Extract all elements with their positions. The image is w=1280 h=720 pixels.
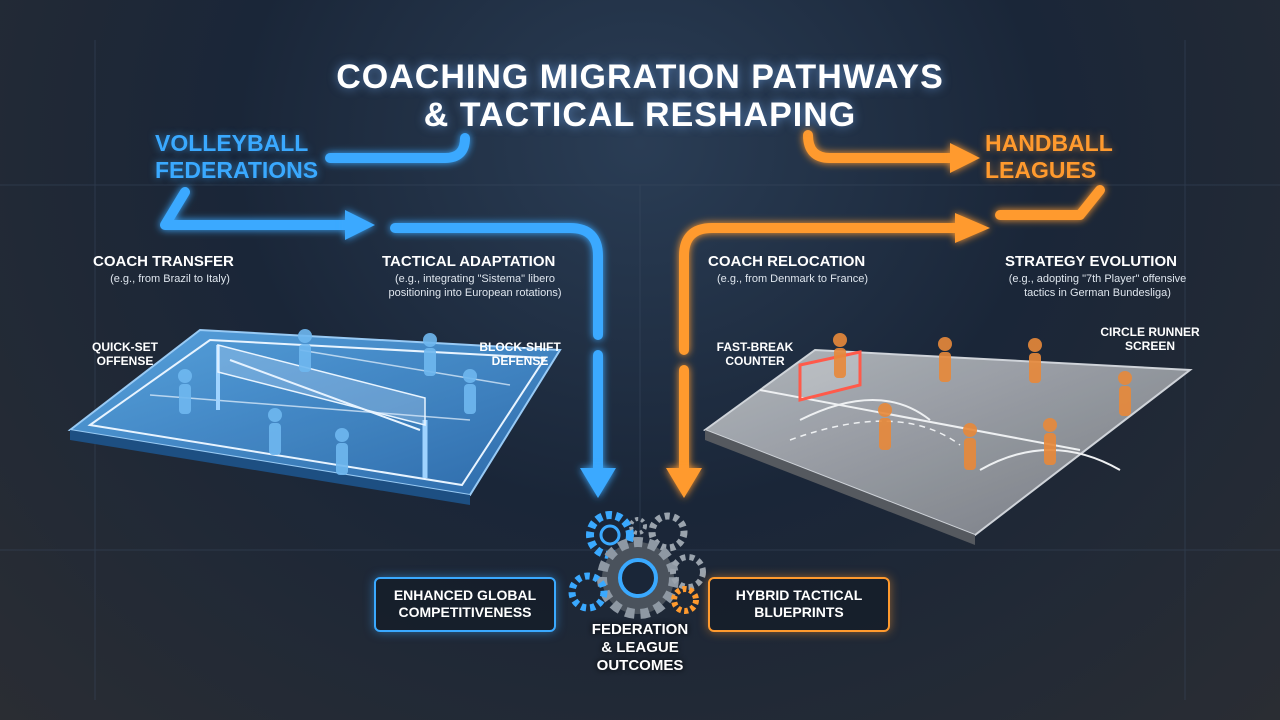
handball-arrowheads	[666, 143, 990, 498]
volleyball-source-line-1: Volleyball	[155, 130, 309, 156]
handball-step2-note-line-1: (e.g., adopting "7th Player" offensive	[1008, 273, 1187, 285]
outcome-box-right: Hybrid Tactical Blueprints	[708, 577, 890, 632]
handball-step1-title: Coach Relocation	[708, 253, 866, 270]
page-title: Coaching Migration Pathways & Tactical R…	[240, 58, 1040, 134]
outcome-center-line-3: Outcomes	[596, 657, 684, 674]
volleyball-source-line-2: Federations	[155, 157, 319, 183]
outcome-center-label: Federation & League Outcomes	[560, 621, 720, 675]
handball-source-line-1: Handball	[985, 130, 1113, 156]
volleyball-tactic-1-line-1: Quick-Set	[92, 340, 158, 354]
volleyball-tactic-1-line-2: Offense	[96, 354, 154, 368]
handball-court-icon	[702, 348, 1193, 545]
handball-players	[833, 333, 1132, 470]
handball-pathway-arrows	[679, 130, 1105, 475]
outcome-right-line-2: Blueprints	[754, 604, 844, 620]
outcome-left-line-1: Enhanced Global	[393, 587, 537, 603]
gears-icon	[568, 511, 706, 619]
outcome-center-line-1: Federation	[591, 621, 689, 638]
handball-source-line-2: Leagues	[985, 157, 1097, 183]
outcome-right-line-1: Hybrid Tactical	[735, 587, 863, 603]
volleyball-step2-note-line-1: (e.g., integrating "Sistema" libero	[394, 273, 556, 285]
volleyball-tactic-1: Quick-Set Offense	[70, 340, 180, 368]
handball-tactic-1: Fast-Break Counter	[700, 340, 810, 368]
volleyball-arrowheads	[345, 210, 616, 498]
volleyball-tactic-2-line-1: Block-Shift	[479, 340, 561, 354]
title-line-1: Coaching Migration Pathways	[336, 58, 944, 96]
volleyball-court-icon	[67, 328, 562, 505]
handball-step1-note: (e.g., from Denmark to France)	[717, 273, 868, 285]
volleyball-tactic-2: Block-Shift Defense	[465, 340, 575, 368]
handball-step2-note-line-2: tactics in German Bundesliga)	[1024, 287, 1171, 299]
handball-step2-note: (e.g., adopting "7th Player" offensive t…	[985, 272, 1210, 300]
outcome-center-line-2: & League	[601, 639, 679, 656]
volleyball-step2-title: Tactical Adaptation	[382, 253, 556, 270]
handball-tactic-1-line-2: Counter	[725, 354, 785, 368]
volleyball-tactic-2-line-2: Defense	[491, 354, 549, 368]
handball-step2-title: Strategy Evolution	[1005, 253, 1177, 270]
title-line-2: & Tactical Reshaping	[423, 96, 857, 134]
volleyball-step1-title: Coach Transfer	[93, 253, 234, 270]
volleyball-source-label: Volleyball Federations	[155, 130, 318, 184]
volleyball-pathway-arrows	[160, 133, 603, 475]
handball-tactic-1-line-1: Fast-Break	[716, 340, 794, 354]
outcome-left-line-2: Competitiveness	[398, 604, 532, 620]
handball-source-label: Handball Leagues	[985, 130, 1113, 184]
volleyball-net-icon	[216, 344, 428, 478]
outcome-box-left: Enhanced Global Competitiveness	[374, 577, 556, 632]
handball-tactic-2: Circle Runner Screen	[1085, 325, 1215, 353]
volleyball-step1-note: (e.g., from Brazil to Italy)	[110, 273, 230, 285]
handball-tactic-2-line-2: Screen	[1124, 339, 1175, 353]
handball-tactic-2-line-1: Circle Runner	[1100, 325, 1200, 339]
volleyball-step2-note: (e.g., integrating "Sistema" libero posi…	[355, 272, 595, 300]
volleyball-step2-note-line-2: positioning into European rotations)	[388, 287, 562, 299]
volleyball-players	[178, 329, 477, 475]
